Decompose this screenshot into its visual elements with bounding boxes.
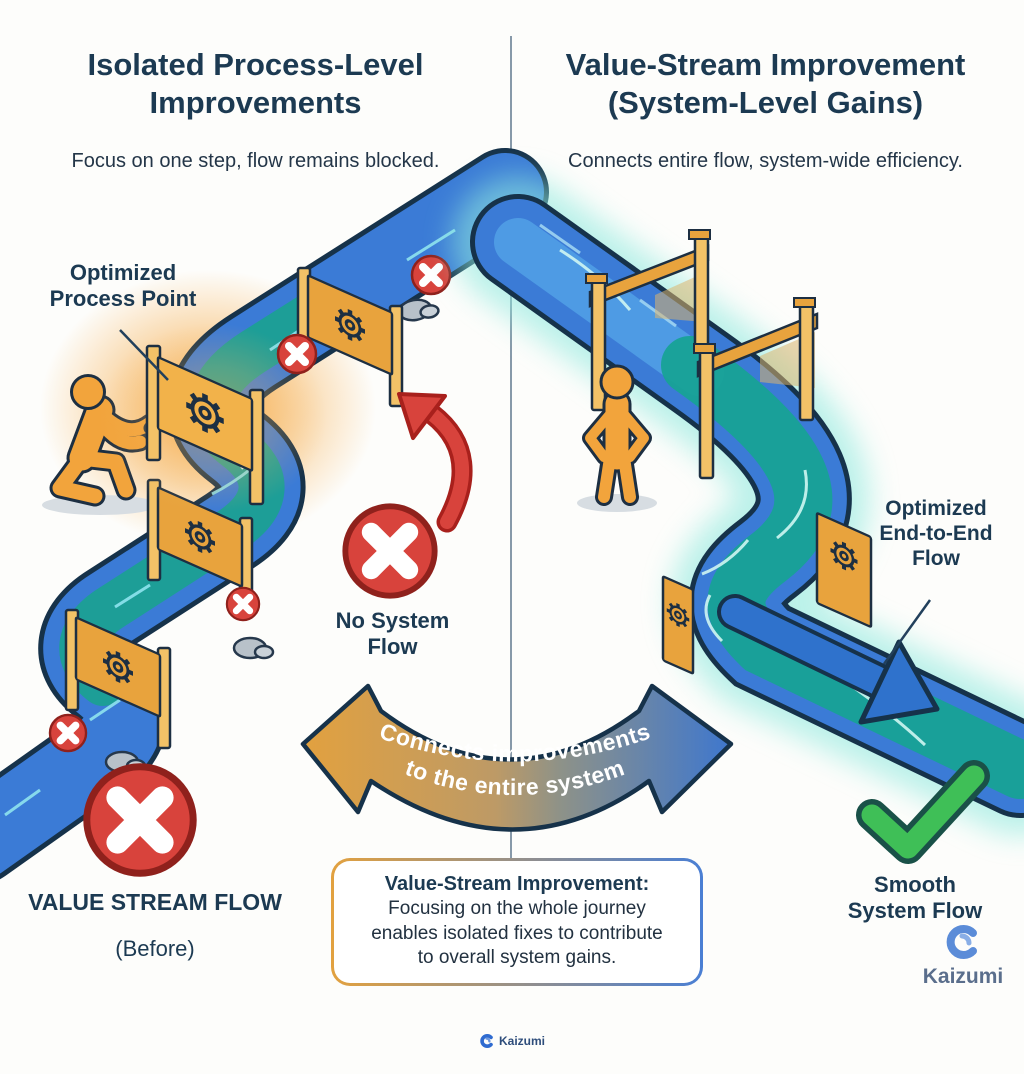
x-badge-icon [412, 256, 450, 294]
label-pointer-line [882, 599, 932, 665]
wave-logo-icon [946, 925, 977, 959]
callout-body: Focusing on the whole journey enables is… [371, 898, 663, 969]
blocked-river [0, 148, 549, 873]
raised-gate-1 [585, 229, 711, 412]
wave-logo-icon [480, 1034, 493, 1048]
no-flow-x-icon [345, 506, 434, 595]
x-badge-icon [227, 588, 259, 620]
flow-arrow-icon [717, 594, 940, 725]
value-stream-flow-text: VALUE STREAM FLOW [28, 889, 282, 916]
right-subtitle: Connects entire flow, system-wide effici… [568, 150, 963, 172]
brand-name: Kaizumi [922, 965, 1004, 988]
debris-rocks [232, 636, 275, 660]
flow-gate-4 [64, 608, 172, 750]
before-x-icon [87, 767, 193, 873]
footer-brand-name: Kaizumi [498, 1034, 545, 1048]
callout-heading: Value-Stream Improvement: [384, 873, 650, 895]
open-gate-panel-1 [661, 575, 695, 675]
smooth-system-flow-label: Smooth System Flow [847, 872, 983, 924]
brand-logo: Kaizumi [906, 922, 1020, 989]
open-gate-panel-2 [815, 512, 873, 628]
label-pointer-line [119, 329, 169, 381]
no-system-flow-label: No System Flow [335, 608, 450, 660]
footer-brand-logo: Kaizumi [0, 1033, 1024, 1049]
red-upturn-arrow-icon [397, 392, 473, 533]
value-stream-flow-label: VALUE STREAM FLOW (Before) [10, 870, 300, 982]
optimized-process-point-label: Optimized Process Point [49, 260, 197, 312]
flow-gate-1 [296, 266, 404, 408]
optimized-gate [145, 344, 265, 506]
curved-connector-arrow: Connects improvements to the entire syst… [300, 683, 734, 832]
left-title: Isolated Process-Level Improvements [87, 47, 424, 121]
optimized-end-to-end-label: Optimized End-to-End Flow [879, 497, 993, 571]
left-subtitle: Focus on one step, flow remains blocked. [71, 150, 440, 172]
divider-line [510, 36, 512, 860]
right-title: Value-Stream Improvement (System-Level G… [565, 47, 966, 121]
before-text: (Before) [115, 935, 195, 961]
x-badge-icon [278, 335, 316, 373]
figure-shadow [577, 494, 657, 512]
callout-box: Value-Stream Improvement: Focusing on th… [331, 858, 703, 987]
x-badge-icon [50, 715, 86, 751]
observer-figure [577, 364, 657, 512]
smooth-river [452, 176, 1024, 864]
raised-gate-2 [693, 297, 819, 480]
check-icon [856, 760, 990, 864]
